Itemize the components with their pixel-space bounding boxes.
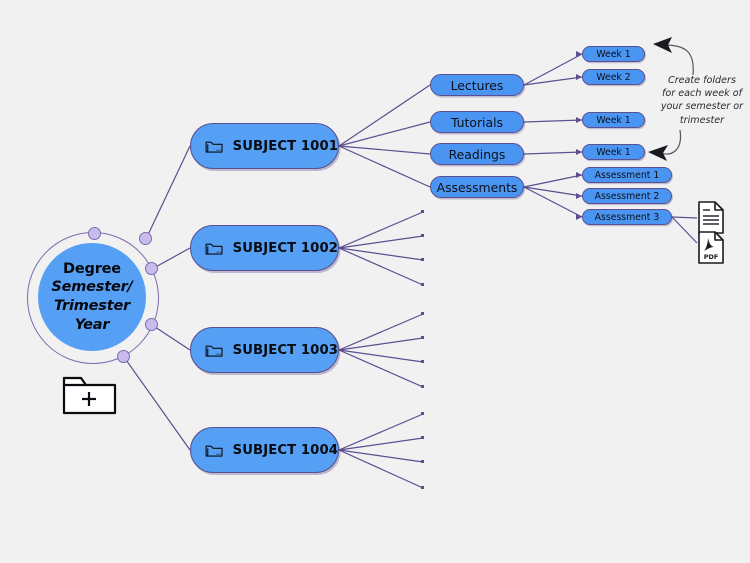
edge-s1002-d: [338, 247, 424, 286]
leaf-node-lectures-week-2[interactable]: Week 2: [582, 69, 645, 85]
subject-node-1002[interactable]: SUBJECT 1002: [190, 225, 339, 271]
hub-line-3: Year: [74, 316, 110, 333]
leaf-node-readings-week-1[interactable]: Week 1: [582, 144, 645, 160]
pdf-label: PDF: [704, 253, 719, 261]
hub-knob-subject-1002[interactable]: [145, 262, 158, 275]
edge-s1004-c: [338, 449, 424, 463]
subject-label: SUBJECT 1002: [232, 240, 338, 256]
leaf-label: Assessment 2: [594, 190, 660, 202]
hub-line-2: Trimester: [53, 298, 131, 314]
document-icon: [698, 201, 724, 234]
annotation-line-1: for each week of: [662, 88, 742, 100]
leaf-node-assessment-2[interactable]: Assessment 2: [582, 188, 672, 204]
category-label: Assessments: [436, 179, 518, 195]
subject-node-1004[interactable]: SUBJECT 1004: [190, 427, 339, 473]
leaf-label: Assessment 1: [594, 169, 660, 181]
category-node-readings[interactable]: Readings: [430, 143, 524, 165]
edge-readings-week1: [523, 151, 583, 155]
edge-s1003-a: [338, 313, 424, 351]
annotation-line-3: trimester: [679, 114, 725, 126]
edge-s1001-lectures: [338, 84, 431, 147]
subject-node-1001[interactable]: SUBJECT 1001: [190, 123, 339, 169]
annotation-line-2: your semester or: [660, 101, 744, 113]
pdf-icon: PDF: [698, 231, 724, 264]
document-file-icon[interactable]: [697, 200, 725, 240]
leaf-label: Week 1: [596, 114, 631, 126]
edge-lectures-week2: [523, 76, 583, 86]
edge-s1002-a: [338, 211, 424, 249]
edge-s1001-tutorials: [338, 121, 431, 147]
annotation-text: Create folders for each week of your sem…: [650, 74, 750, 127]
leaf-node-lectures-week-1[interactable]: Week 1: [582, 46, 645, 62]
edge-lectures-week1: [523, 53, 583, 86]
edge-hub-subject-1004: [123, 356, 191, 451]
annotation-line-0: Create folders: [668, 75, 736, 86]
category-node-assessments[interactable]: Assessments: [430, 176, 524, 198]
edge-hub-subject-1003: [151, 324, 191, 351]
edge-s1003-c: [338, 349, 424, 363]
category-node-lectures[interactable]: Lectures: [430, 74, 524, 96]
hub-knob-top[interactable]: [88, 227, 101, 240]
category-node-tutorials[interactable]: Tutorials: [430, 111, 524, 133]
edge-s1004-a: [338, 413, 424, 451]
subject-node-1003[interactable]: SUBJECT 1003: [190, 327, 339, 373]
edge-s1004-d: [338, 449, 424, 489]
hub-knob-subject-1001[interactable]: [139, 232, 152, 245]
leaf-label: Assessment 3: [594, 211, 660, 223]
hub-line-1: Semester/: [51, 279, 133, 296]
edge-tutorials-week1: [523, 119, 583, 123]
edge-a3-document: [671, 216, 698, 219]
add-folder-button[interactable]: [60, 370, 120, 423]
hub-knob-subject-1003[interactable]: [145, 318, 158, 331]
pdf-file-icon[interactable]: PDF: [697, 230, 725, 270]
edge-s1001-readings: [338, 145, 431, 155]
folder-icon: [205, 141, 223, 153]
edge-s1003-d: [338, 349, 424, 388]
leaf-node-tutorials-week-1[interactable]: Week 1: [582, 112, 645, 128]
leaf-label: Week 2: [596, 71, 631, 83]
subject-label: SUBJECT 1001: [232, 138, 338, 154]
edge-a3-pdf: [671, 216, 698, 244]
edge-endpoint-caps: [421, 210, 424, 489]
hub-line-0: Degree: [63, 260, 121, 277]
edge-s1003-b: [338, 337, 424, 351]
edge-s1002-c: [338, 247, 424, 261]
edge-hub-subject-1001: [145, 145, 191, 240]
edge-s1002-b: [338, 235, 424, 249]
folder-icon: [205, 345, 223, 357]
category-label: Readings: [448, 146, 506, 162]
add-folder-icon: [62, 376, 117, 415]
folder-icon: [205, 243, 223, 255]
hub-node[interactable]: Degree Semester/ Trimester Year: [38, 243, 146, 351]
annotation-arrow-top: [663, 44, 694, 76]
category-label: Lectures: [450, 77, 504, 93]
category-label: Tutorials: [450, 114, 503, 130]
edge-s1004-b: [338, 437, 424, 451]
subject-label: SUBJECT 1003: [232, 342, 338, 358]
hub-label: Degree Semester/ Trimester Year: [51, 260, 132, 334]
leaf-node-assessment-1[interactable]: Assessment 1: [582, 167, 672, 183]
hub-knob-subject-1004[interactable]: [117, 350, 130, 363]
leaf-node-assessment-3[interactable]: Assessment 3: [582, 209, 672, 225]
edge-assessments-a3: [523, 186, 583, 218]
edge-assessments-a1: [523, 174, 583, 188]
leaf-label: Week 1: [596, 146, 631, 158]
folder-icon: [205, 445, 223, 457]
edge-assessments-a2: [523, 186, 583, 197]
annotation-arrow-bottom: [657, 129, 682, 155]
edge-s1001-assessments: [338, 145, 431, 188]
subject-label: SUBJECT 1004: [232, 442, 338, 458]
leaf-label: Week 1: [596, 48, 631, 60]
